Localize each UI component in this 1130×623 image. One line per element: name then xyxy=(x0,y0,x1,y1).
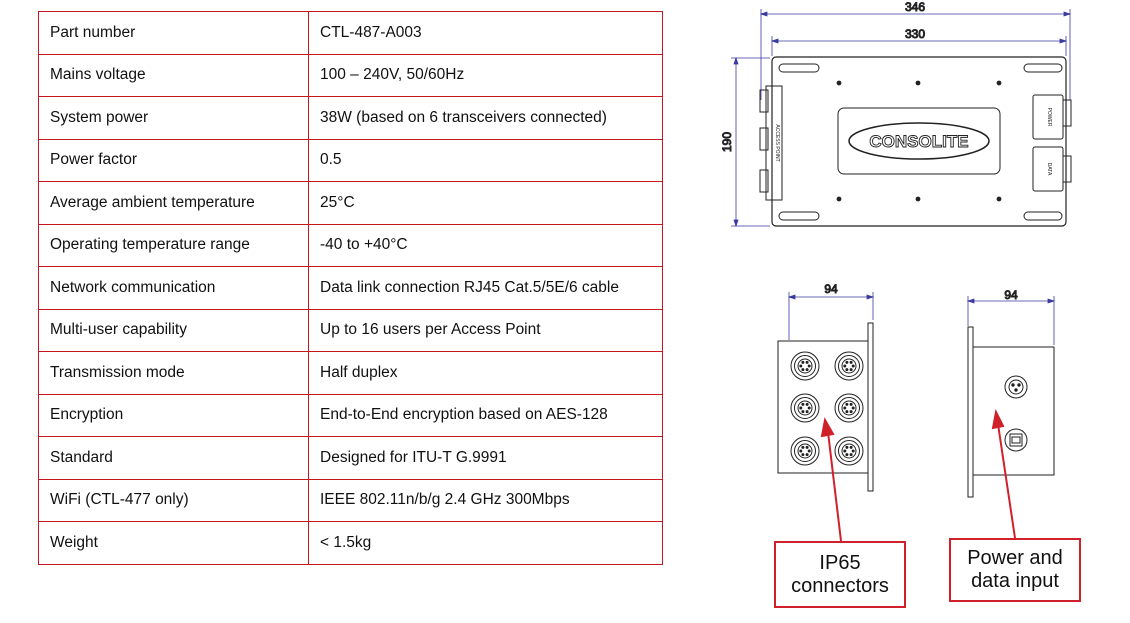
ip65-connector-icon xyxy=(790,436,820,466)
spec-row: WiFi (CTL-477 only)IEEE 802.11n/b/g 2.4 … xyxy=(38,478,663,522)
spec-label: Transmission mode xyxy=(38,351,309,395)
dim-height: 190 xyxy=(720,132,734,152)
ip65-connector-icon xyxy=(834,393,864,423)
ip65-connector-icon xyxy=(834,436,864,466)
dim-side-right: 94 xyxy=(1004,288,1018,302)
spec-value: IEEE 802.11n/b/g 2.4 GHz 300Mbps xyxy=(308,478,663,522)
consolite-logo: CONSOLITE xyxy=(869,132,968,151)
side-view-power-data: 94 xyxy=(966,288,1056,498)
access-point-label: ACCESS POINT xyxy=(774,124,780,161)
spec-label: Standard xyxy=(38,436,309,480)
ip65-connectors-callout: IP65 connectors xyxy=(774,541,906,608)
spec-label: Weight xyxy=(38,521,309,565)
ip65-connector-icon xyxy=(834,351,864,381)
spec-label: Operating temperature range xyxy=(38,223,309,267)
dim-overall-width: 346 xyxy=(905,0,925,14)
power-data-input-callout: Power and data input xyxy=(949,538,1081,602)
spec-value: -40 to +40°C xyxy=(308,223,663,267)
spec-value: 100 – 240V, 50/60Hz xyxy=(308,53,663,97)
spec-value: 0.5 xyxy=(308,138,663,182)
spec-value: End-to-End encryption based on AES-128 xyxy=(308,393,663,437)
spec-row: Operating temperature range-40 to +40°C xyxy=(38,223,663,267)
spec-value: 25°C xyxy=(308,181,663,225)
spec-label: Multi-user capability xyxy=(38,308,309,352)
spec-label: Power factor xyxy=(38,138,309,182)
callout-arrows xyxy=(820,408,1016,542)
side-view-connectors: 94 xyxy=(777,282,875,492)
spec-label: Part number xyxy=(38,11,309,55)
spec-value: CTL-487-A003 xyxy=(308,11,663,55)
ip65-connectors-label: IP65 connectors xyxy=(791,551,889,597)
ip65-connector-icon xyxy=(790,393,820,423)
spec-label: System power xyxy=(38,96,309,140)
spec-value: Up to 16 users per Access Point xyxy=(308,308,663,352)
ip65-connector-icon xyxy=(790,351,820,381)
spec-label: Average ambient temperature xyxy=(38,181,309,225)
power-port-label: POWER xyxy=(1046,108,1052,127)
dim-plate-width: 330 xyxy=(905,27,925,41)
spec-value: 38W (based on 6 transceivers connected) xyxy=(308,96,663,140)
data-port-label: DATA xyxy=(1046,163,1052,176)
power-data-input-label: Power and data input xyxy=(967,547,1063,592)
spec-value: Data link connection RJ45 Cat.5/5E/6 cab… xyxy=(308,266,663,310)
spec-row: Weight< 1.5kg xyxy=(38,521,663,565)
dim-side-left: 94 xyxy=(824,282,838,296)
spec-value: < 1.5kg xyxy=(308,521,663,565)
top-view: 346 330 190 ACCESS POINT CONSOLITE POWER… xyxy=(720,0,1072,228)
spec-label: Network communication xyxy=(38,266,309,310)
